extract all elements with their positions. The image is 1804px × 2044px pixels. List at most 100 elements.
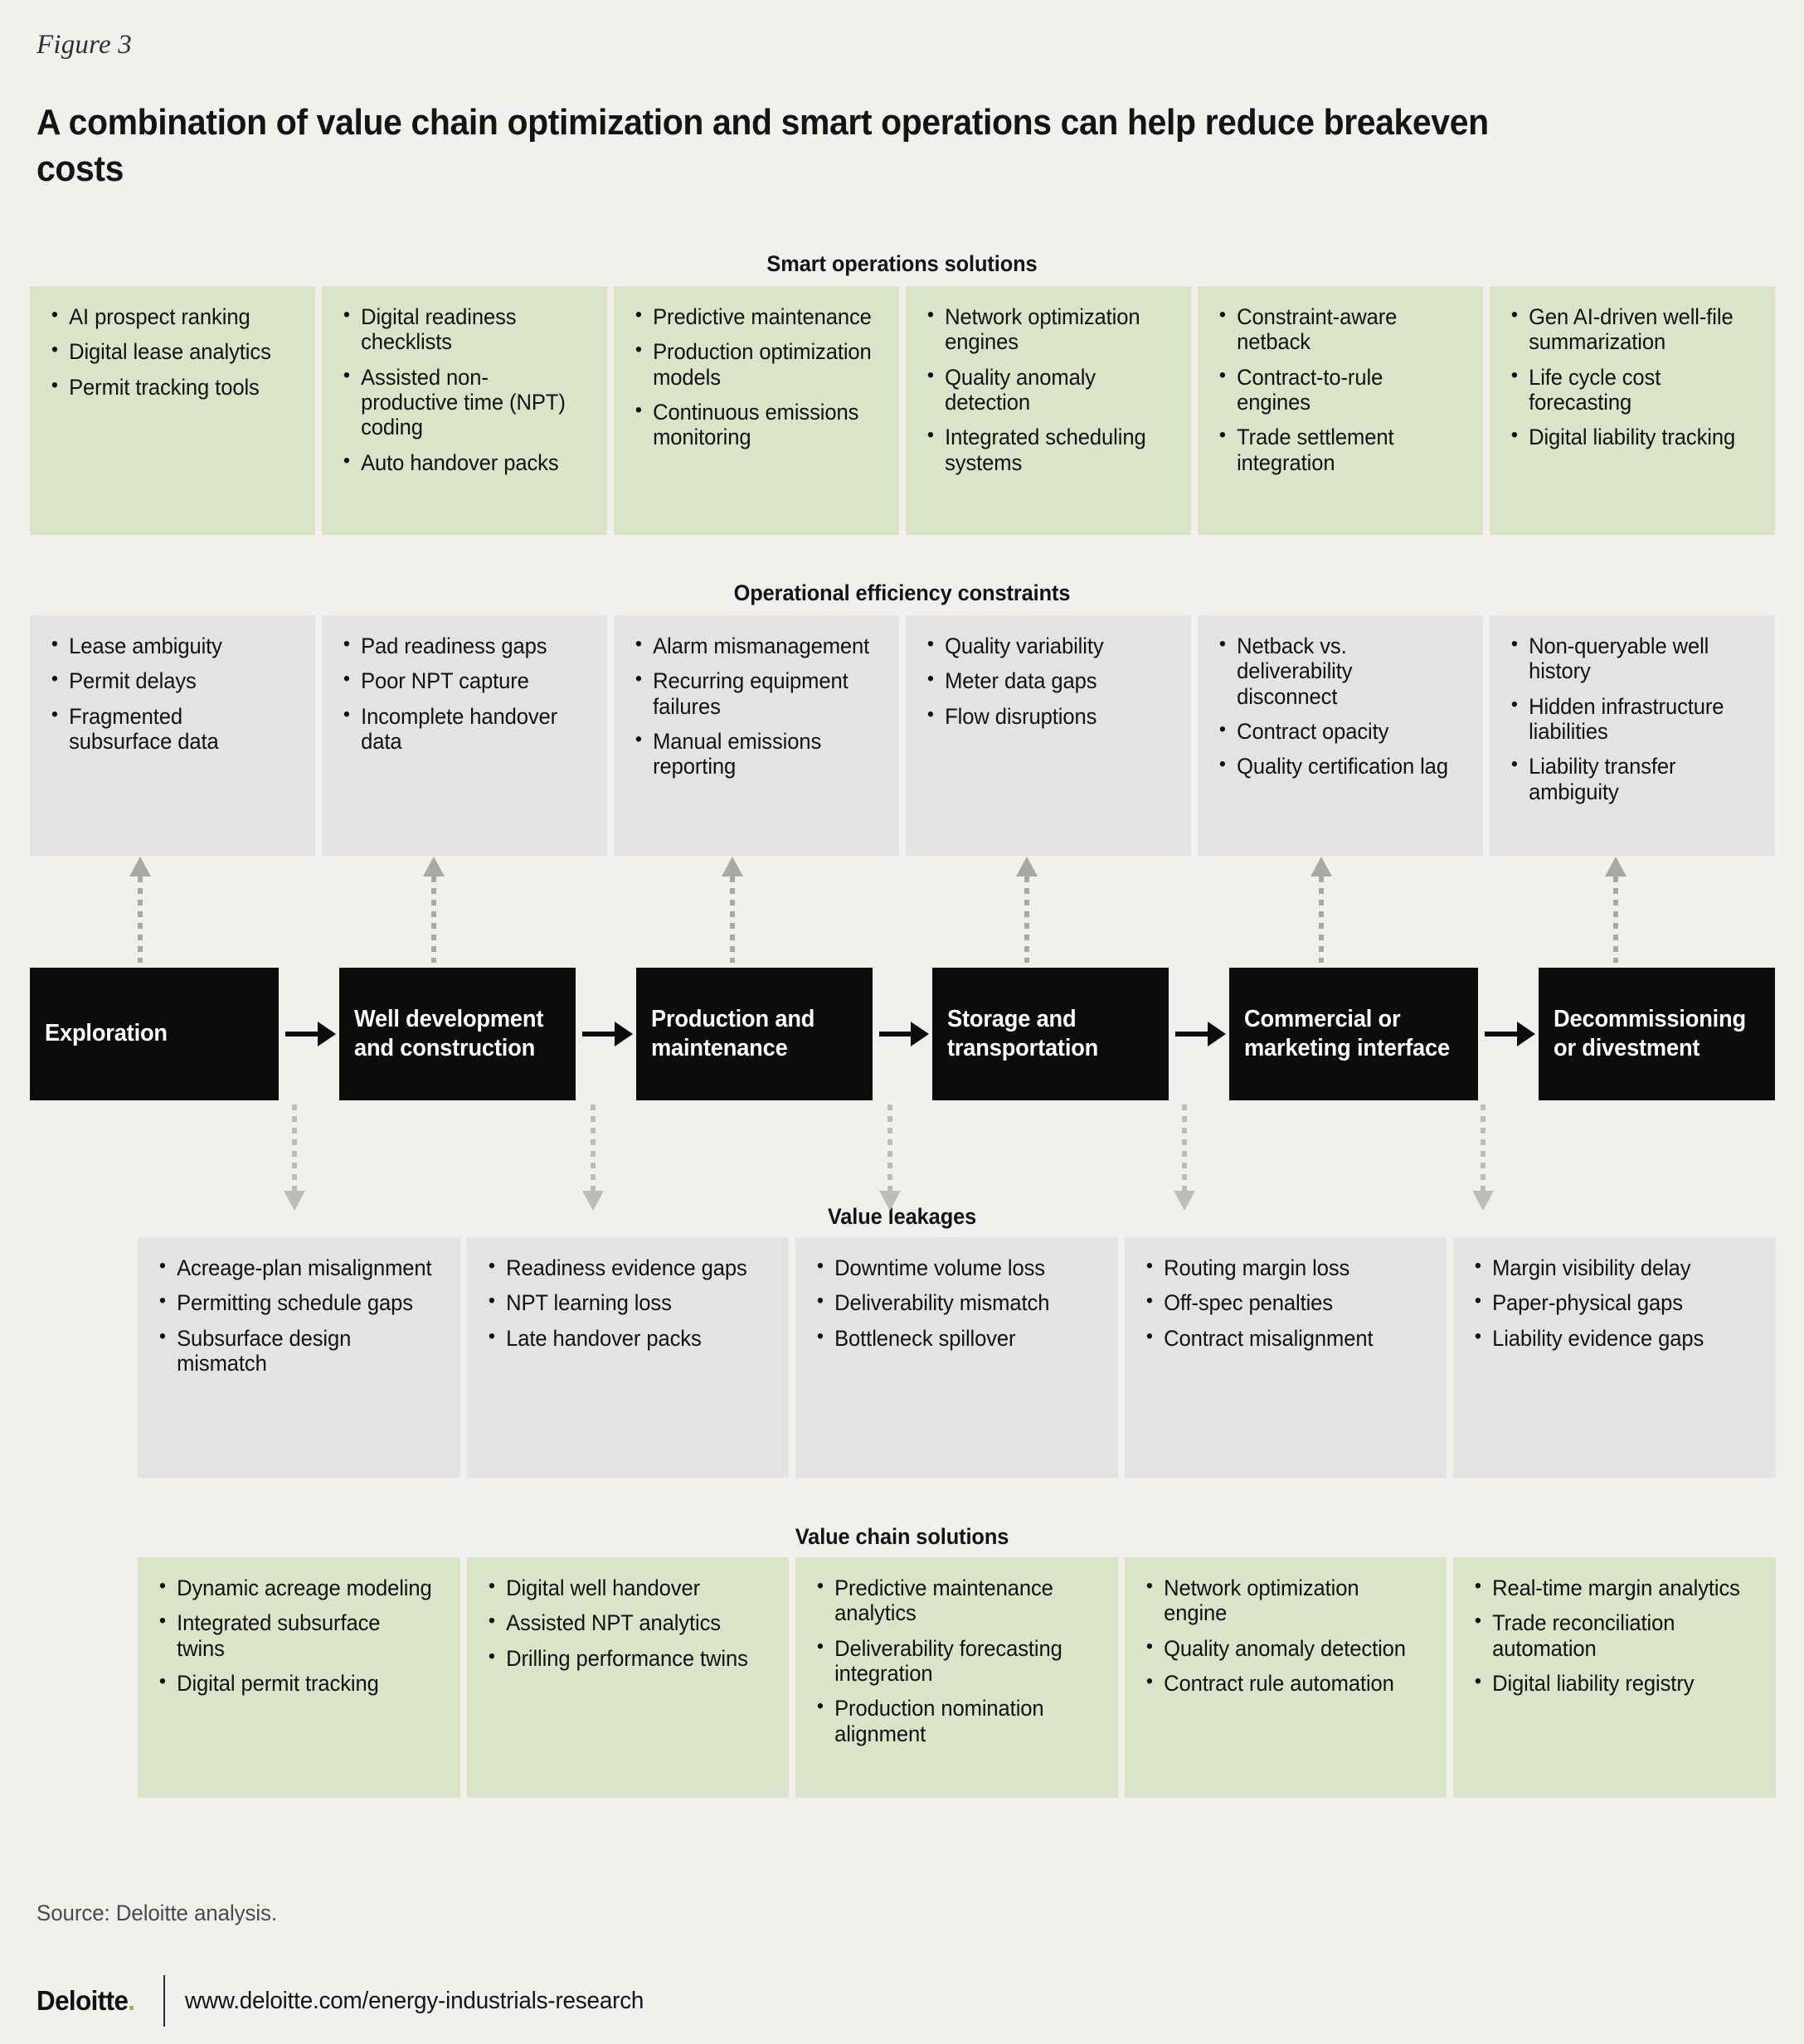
list-item: Integrated subsurface twins bbox=[156, 1609, 433, 1661]
list-item: Readiness evidence gaps bbox=[485, 1255, 762, 1280]
bullet-list: Gen AI-driven well-file summarizationLif… bbox=[1508, 303, 1758, 450]
list-item: Bottleneck spillover bbox=[814, 1325, 1091, 1351]
connector-down-arrow-icon bbox=[1472, 1105, 1494, 1211]
stage-flow-arrow-icon bbox=[279, 968, 339, 1100]
stage-box-well-development-and-construction[interactable]: Well development and construction bbox=[338, 968, 576, 1100]
list-item: Quality anomaly detection bbox=[924, 364, 1165, 415]
list-item: Margin visibility delay bbox=[1471, 1255, 1748, 1280]
list-item: Fragmented subsurface data bbox=[48, 703, 289, 755]
stage-label: Commercial or marketing interface bbox=[1244, 1005, 1451, 1061]
list-item: Constraint-aware netback bbox=[1216, 303, 1457, 355]
list-item: Acreage-plan misalignment bbox=[156, 1255, 433, 1280]
list-item: Non-queryable well history bbox=[1508, 633, 1749, 684]
arrow-head-icon bbox=[879, 1191, 901, 1211]
value-leakage-card: Margin visibility delayPaper-physical ga… bbox=[1453, 1237, 1776, 1478]
operational-constraint-card: Alarm mismanagementRecurring equipment f… bbox=[614, 615, 899, 856]
smart-operations-card: Gen AI-driven well-file summarizationLif… bbox=[1490, 286, 1775, 535]
stage-flow-arrow-icon bbox=[873, 968, 933, 1100]
list-item: Manual emissions reporting bbox=[632, 728, 873, 779]
list-item: NPT learning loss bbox=[485, 1289, 762, 1315]
list-item: Routing margin loss bbox=[1143, 1255, 1420, 1280]
bullet-list: Downtime volume lossDeliverability misma… bbox=[814, 1255, 1101, 1351]
stage-box-storage-and-transportation[interactable]: Storage and transportation bbox=[932, 968, 1169, 1100]
bullet-list: Dynamic acreage modelingIntegrated subsu… bbox=[156, 1575, 444, 1696]
list-item: Late handover packs bbox=[485, 1325, 762, 1351]
stage-label: Decommissioning or divestment bbox=[1553, 1005, 1746, 1061]
connector-up-arrow-icon bbox=[423, 857, 445, 963]
connector-down-arrow-icon bbox=[284, 1105, 305, 1211]
connector-down-arrow-icon bbox=[582, 1105, 604, 1211]
section-heading-value-leakages: Value leakages bbox=[827, 1204, 977, 1229]
list-item: Pad readiness gaps bbox=[340, 633, 581, 658]
list-item: Auto handover packs bbox=[340, 449, 581, 475]
connector-down-arrow-icon bbox=[879, 1105, 901, 1211]
stage-label: Exploration bbox=[45, 1020, 168, 1047]
list-item: Downtime volume loss bbox=[814, 1255, 1091, 1280]
bullet-list: Readiness evidence gapsNPT learning loss… bbox=[485, 1255, 773, 1351]
value-chain-solution-card: Predictive maintenance analyticsDelivera… bbox=[795, 1557, 1118, 1798]
value-chain-solution-card: Digital well handoverAssisted NPT analyt… bbox=[466, 1557, 790, 1798]
list-item: Predictive maintenance analytics bbox=[814, 1575, 1091, 1626]
list-item: Dynamic acreage modeling bbox=[156, 1575, 433, 1600]
stage-box-decommissioning-or-divestment[interactable]: Decommissioning or divestment bbox=[1538, 968, 1775, 1100]
list-item: Continuous emissions monitoring bbox=[632, 399, 873, 450]
list-item: Poor NPT capture bbox=[340, 668, 581, 693]
list-item: Netback vs. deliverability disconnect bbox=[1216, 633, 1457, 709]
operational-constraint-card: Non-queryable well historyHidden infrast… bbox=[1490, 615, 1775, 856]
stage-box-commercial-or-marketing-interface[interactable]: Commercial or marketing interface bbox=[1229, 968, 1479, 1100]
bullet-list: Margin visibility delayPaper-physical ga… bbox=[1471, 1255, 1759, 1351]
connector-up-arrow-icon bbox=[1016, 857, 1038, 963]
value-leakage-card: Readiness evidence gapsNPT learning loss… bbox=[466, 1237, 790, 1478]
bullet-list: Acreage-plan misalignmentPermitting sche… bbox=[156, 1255, 444, 1376]
value-chain-solutions-row: Dynamic acreage modelingIntegrated subsu… bbox=[138, 1557, 1776, 1804]
list-item: Contract rule automation bbox=[1143, 1670, 1420, 1696]
list-item: Network optimization engine bbox=[1143, 1575, 1420, 1626]
section-heading-operational-constraints: Operational efficiency constraints bbox=[733, 580, 1071, 605]
operational-constraint-card: Pad readiness gapsPoor NPT captureIncomp… bbox=[322, 615, 607, 856]
bullet-list: Network optimization engineQuality anoma… bbox=[1143, 1575, 1431, 1696]
stage-box-exploration[interactable]: Exploration bbox=[30, 968, 279, 1100]
list-item: Paper-physical gaps bbox=[1471, 1289, 1748, 1315]
smart-operations-card: Predictive maintenanceProduction optimiz… bbox=[614, 286, 899, 535]
list-item: Contract opacity bbox=[1216, 718, 1457, 744]
value-leakage-card: Routing margin lossOff-spec penaltiesCon… bbox=[1124, 1237, 1447, 1478]
list-item: Permitting schedule gaps bbox=[156, 1289, 433, 1315]
bullet-list: Alarm mismanagementRecurring equipment f… bbox=[632, 633, 883, 779]
stage-box-production-and-maintenance[interactable]: Production and maintenance bbox=[635, 968, 873, 1100]
page-title: A combination of value chain optimizatio… bbox=[36, 102, 1489, 190]
list-item: Permit tracking tools bbox=[48, 374, 289, 400]
smart-operations-card: Constraint-aware netbackContract-to-rule… bbox=[1198, 286, 1483, 535]
list-item: Liability evidence gaps bbox=[1471, 1325, 1748, 1351]
footer-url[interactable]: www.deloitte.com/energy-industrials-rese… bbox=[184, 1987, 644, 2014]
list-item: Alarm mismanagement bbox=[632, 633, 873, 658]
list-item: Quality certification lag bbox=[1216, 753, 1457, 779]
footer-divider bbox=[163, 1975, 165, 2027]
figure-label: Figure 3 bbox=[36, 30, 132, 60]
source-note: Source: Deloitte analysis. bbox=[36, 1901, 277, 1925]
connector-up-arrow-icon bbox=[129, 857, 151, 963]
operational-constraint-card: Quality variabilityMeter data gapsFlow d… bbox=[906, 615, 1191, 856]
bullet-list: Network optimization enginesQuality anom… bbox=[924, 303, 1174, 475]
list-item: Digital readiness checklists bbox=[340, 303, 581, 355]
list-item: Liability transfer ambiguity bbox=[1508, 753, 1749, 804]
value-chain-solution-card: Network optimization engineQuality anoma… bbox=[1124, 1557, 1447, 1798]
smart-operations-card: Network optimization enginesQuality anom… bbox=[906, 286, 1191, 535]
list-item: Real-time margin analytics bbox=[1471, 1575, 1748, 1600]
list-item: Hidden infrastructure liabilities bbox=[1508, 693, 1749, 745]
bullet-list: Routing margin lossOff-spec penaltiesCon… bbox=[1143, 1255, 1431, 1351]
operational-constraint-card: Netback vs. deliverability disconnectCon… bbox=[1198, 615, 1483, 856]
footer-bar: Deloitte. www.deloitte.com/energy-indust… bbox=[36, 1975, 663, 2027]
list-item: Recurring equipment failures bbox=[632, 668, 873, 719]
list-item: Permit delays bbox=[48, 668, 289, 693]
smart-operations-card: AI prospect rankingDigital lease analyti… bbox=[30, 286, 315, 535]
value-leakage-card: Acreage-plan misalignmentPermitting sche… bbox=[138, 1237, 460, 1478]
bullet-list: AI prospect rankingDigital lease analyti… bbox=[48, 303, 299, 400]
section-heading-smart-operations: Smart operations solutions bbox=[766, 251, 1038, 276]
arrow-head-icon bbox=[1016, 857, 1038, 876]
stage-flow-arrow-icon bbox=[1169, 968, 1229, 1100]
list-item: Network optimization engines bbox=[924, 303, 1165, 355]
bullet-list: Quality variabilityMeter data gapsFlow d… bbox=[924, 633, 1174, 729]
arrow-head-icon bbox=[1472, 1191, 1494, 1211]
arrow-head-icon bbox=[1174, 1191, 1195, 1211]
